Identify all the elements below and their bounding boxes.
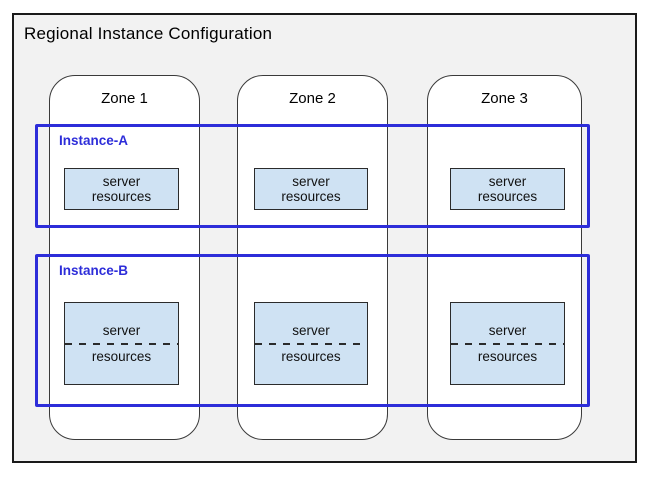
zone-2-label: Zone 2 [289,90,336,107]
server-resources-box-b-zone3: server resources [450,302,565,385]
server-resources-box-a-zone2: server resources [254,168,368,210]
server-resources-box-a-zone3: server resources [450,168,565,210]
server-resources-box-a-zone1: server resources [64,168,179,210]
diagram-title: Regional Instance Configuration [24,24,273,43]
server-resources-text: server [102,323,141,338]
instance-a-label: Instance-A [59,133,129,148]
server-resources-text: resources [281,349,341,364]
server-resources-text: server [488,174,527,189]
server-resources-text: server [102,174,141,189]
instance-a-boundary: Instance-A [35,124,590,228]
dashed-divider [255,343,367,345]
server-resources-text: resources [91,189,152,204]
server-resources-text: resources [477,349,538,364]
server-resources-box-b-zone1: server resources [64,302,179,385]
server-resources-text: resources [91,349,152,364]
server-resources-text: resources [477,189,538,204]
zone-1-label: Zone 1 [101,90,148,107]
dashed-divider [65,343,178,345]
region-container: Regional Instance Configuration Zone 1 Z… [12,13,637,463]
dashed-divider [451,343,564,345]
server-resources-box-b-zone2: server resources [254,302,368,385]
instance-b-boundary: Instance-B [35,254,590,407]
server-resources-text: server [488,323,527,338]
server-resources-text: resources [281,189,341,204]
instance-b-label: Instance-B [59,263,129,278]
server-resources-text: server [292,174,330,189]
server-resources-text: server [292,323,330,338]
zone-3-label: Zone 3 [481,90,528,107]
